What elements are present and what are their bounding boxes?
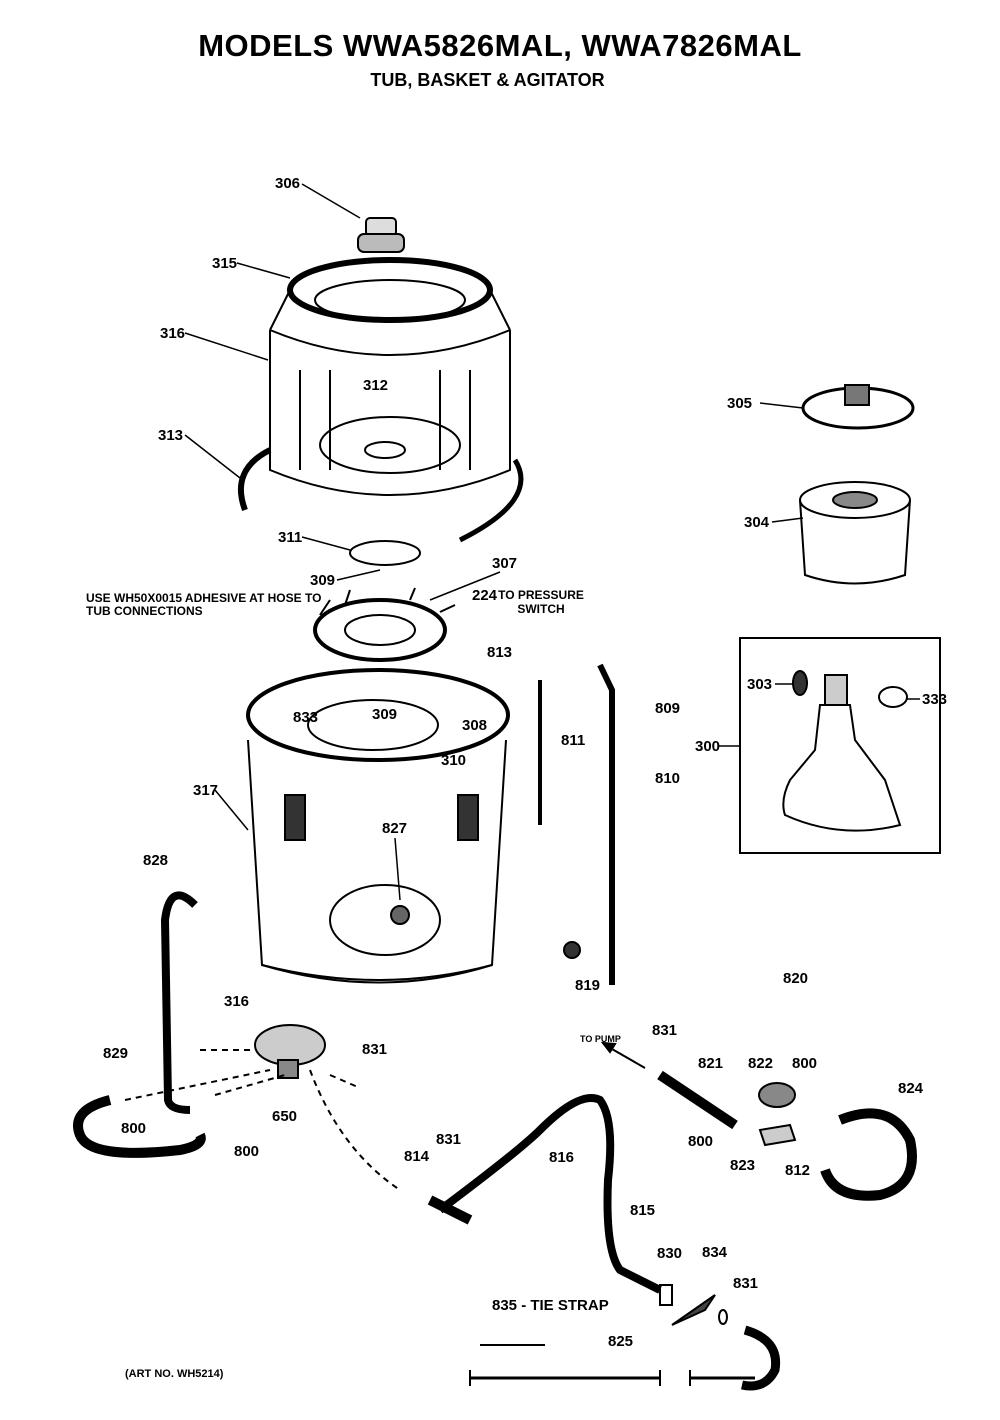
part-label: 800 — [234, 1143, 259, 1160]
part-label: 814 — [404, 1148, 430, 1165]
part-label: 316 — [160, 325, 185, 342]
agitator-box — [739, 637, 941, 854]
part-label: 821 — [698, 1055, 723, 1072]
part-label: 831 — [733, 1275, 758, 1292]
grommet-819 — [563, 941, 581, 959]
part-label: 303 — [747, 676, 772, 693]
dashed-lines — [124, 1049, 401, 1191]
part-label: 813 — [487, 644, 512, 661]
part-label: 820 — [783, 970, 808, 987]
part-label: 834 — [702, 1244, 728, 1261]
part-label: 810 — [655, 770, 680, 787]
hose-821 — [657, 1070, 738, 1130]
clamp-830 — [659, 1284, 673, 1306]
part-label: 306 — [275, 175, 300, 192]
part-label: 823 — [730, 1157, 755, 1174]
tub-317 — [246, 668, 510, 984]
adhesive-note: USE WH50X0015 ADHESIVE AT HOSE TO TUB CO… — [86, 591, 322, 618]
part-label: 800 — [121, 1120, 146, 1137]
hose-829 — [73, 1095, 206, 1158]
part-label: 305 — [727, 395, 752, 412]
part-label: 831 — [362, 1041, 387, 1058]
hose-end-814 — [427, 1195, 473, 1225]
drain-hose-815 — [437, 1094, 662, 1294]
part-label: 224 — [472, 587, 498, 604]
tube-810 — [597, 663, 615, 985]
pump-650 — [254, 1024, 326, 1079]
part-label: 815 — [630, 1202, 655, 1219]
seal-311 — [349, 540, 421, 566]
hose-828 — [160, 891, 198, 1114]
part-label: 822 — [748, 1055, 773, 1072]
part-label: 315 — [212, 255, 237, 272]
hose-ring — [458, 458, 524, 543]
part-label: 830 — [657, 1245, 682, 1262]
part-label: 316 — [224, 993, 249, 1010]
basket-316 — [269, 257, 511, 496]
part-label: 828 — [143, 852, 168, 869]
part-label: 829 — [103, 1045, 128, 1062]
leader-lines — [184, 183, 920, 901]
hose-313 — [238, 447, 272, 512]
hub-307 — [313, 587, 456, 662]
part-label: 308 — [462, 717, 487, 734]
part-label: 825 — [608, 1333, 633, 1350]
part-label: 313 — [158, 427, 183, 444]
to-pump-label: TO PUMP — [580, 1034, 621, 1044]
part-label: 824 — [898, 1080, 924, 1097]
part-label: 310 — [441, 752, 466, 769]
art-number: (ART NO. WH5214) — [125, 1368, 224, 1380]
part-label: 311 — [278, 529, 302, 546]
part-label: 809 — [655, 700, 680, 717]
clamp-831 — [718, 1309, 728, 1325]
part-label: 309 — [310, 572, 335, 589]
hose-824 — [820, 1108, 917, 1201]
part-822 — [758, 1082, 796, 1108]
part-label: 800 — [688, 1133, 713, 1150]
agitator-cap-306 — [357, 217, 405, 253]
hose-end — [741, 1325, 781, 1391]
part-label: 312 — [363, 377, 388, 394]
part-label: 307 — [492, 555, 517, 572]
part-label: 811 — [561, 732, 585, 749]
agitator-300 — [782, 670, 908, 832]
part-823 — [758, 1123, 797, 1147]
pressure-switch-note: TO PRESSURE SWITCH — [498, 588, 584, 616]
part-labels: 306 315 316 312 313 311 309 307 224 813 … — [103, 175, 947, 1350]
part-label: 309 — [372, 706, 397, 723]
part-label: 831 — [652, 1022, 677, 1039]
part-label: 812 — [785, 1162, 810, 1179]
part-label: 827 — [382, 820, 407, 837]
agitator-cap-305 — [801, 384, 915, 430]
part-label: 300 — [695, 738, 720, 755]
agitator-skirt-304 — [799, 481, 911, 585]
part-label: 833 — [293, 709, 318, 726]
part-label: 831 — [436, 1131, 461, 1148]
part-label: 333 — [922, 691, 947, 708]
part-label: 317 — [193, 782, 218, 799]
part-label: 800 — [792, 1055, 817, 1072]
tie-strap-label: 835 - TIE STRAP — [492, 1297, 609, 1314]
part-label: 816 — [549, 1149, 574, 1166]
part-label: 304 — [744, 514, 770, 531]
part-label: 819 — [575, 977, 600, 994]
page-subtitle: TUB, BASKET & AGITATOR — [370, 70, 605, 90]
tie-834 — [671, 1294, 716, 1326]
page-title: MODELS WWA5826MAL, WWA7826MAL — [198, 28, 802, 63]
part-label: 650 — [272, 1108, 297, 1125]
